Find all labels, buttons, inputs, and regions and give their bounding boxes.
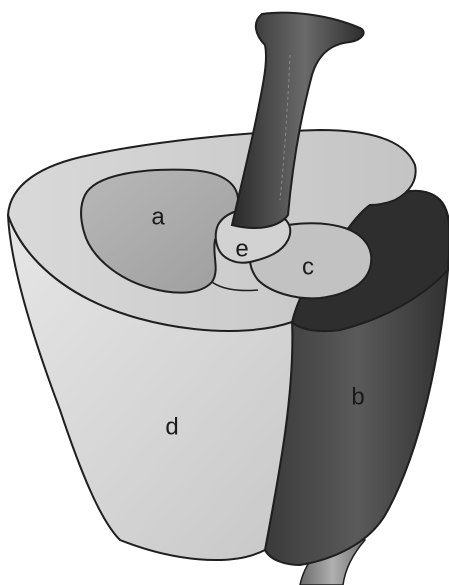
label-a: a bbox=[151, 203, 165, 230]
label-d: d bbox=[165, 413, 178, 440]
label-e: e bbox=[235, 235, 248, 262]
label-b: b bbox=[351, 383, 364, 410]
label-c: c bbox=[302, 253, 314, 280]
